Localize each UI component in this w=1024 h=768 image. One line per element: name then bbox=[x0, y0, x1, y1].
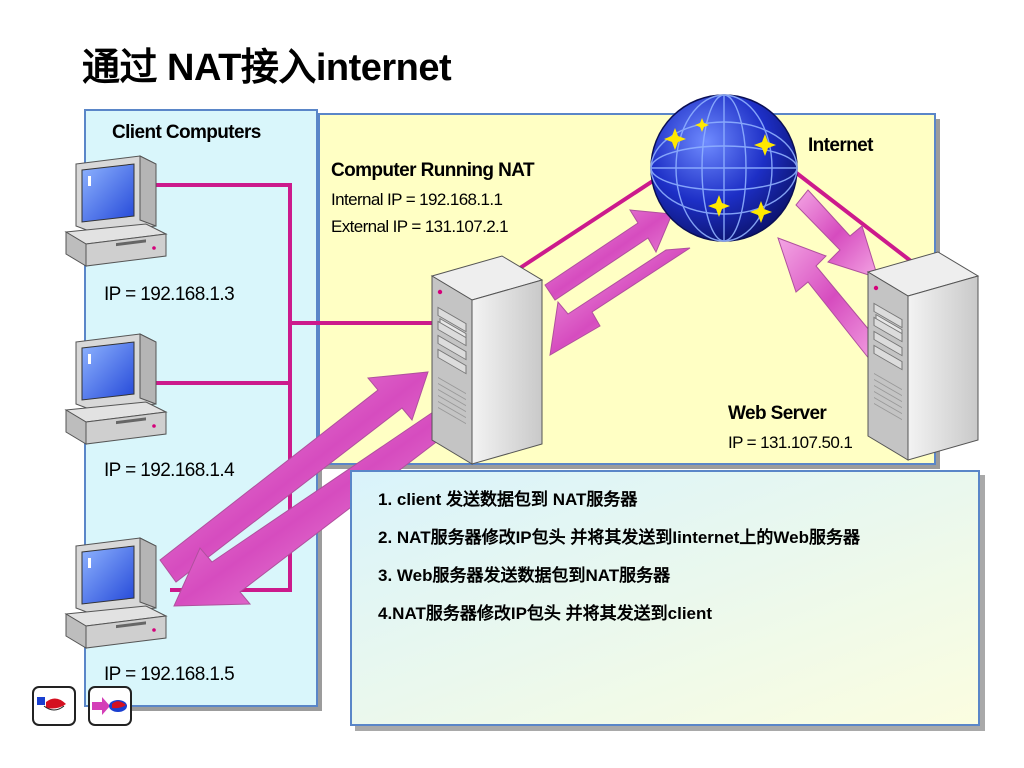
client-1-ip: IP = 192.168.1.3 bbox=[104, 284, 235, 305]
arrow-nat-to-internet bbox=[544, 209, 673, 301]
internet-label: Internet bbox=[808, 135, 873, 156]
steps-list: 1. client 发送数据包到 NAT服务器 2. NAT服务器修改IP包头 … bbox=[378, 488, 952, 626]
page-title: 通过 NAT接入internet bbox=[82, 47, 452, 89]
forward-nav-button[interactable] bbox=[88, 686, 132, 726]
arrow-client-to-nat bbox=[159, 371, 429, 583]
step-3: 3. Web服务器发送数据包到NAT服务器 bbox=[378, 566, 671, 585]
back-nav-icon bbox=[37, 697, 66, 711]
client-computer-1-icon bbox=[65, 155, 167, 267]
nat-heading: Computer Running NAT bbox=[331, 160, 535, 181]
client-computer-2-icon bbox=[65, 333, 167, 445]
client-panel-heading: Client Computers bbox=[112, 122, 261, 143]
step-4: 4.NAT服务器修改IP包头 并将其发送到client bbox=[378, 604, 713, 623]
step-2: 2. NAT服务器修改IP包头 并将其发送到Iinternet上的Web服务器 bbox=[378, 528, 861, 547]
web-server-heading: Web Server bbox=[728, 403, 827, 424]
forward-nav-icon bbox=[92, 697, 127, 715]
client-computer-3-icon bbox=[65, 537, 167, 649]
arrow-nat-to-client bbox=[173, 409, 453, 607]
internet-globe-icon bbox=[650, 94, 798, 242]
client-3-ip: IP = 192.168.1.5 bbox=[104, 664, 235, 685]
web-server-ip: IP = 131.107.50.1 bbox=[728, 433, 853, 452]
arrow-internet-to-nat bbox=[549, 247, 691, 356]
arrow-internet-to-webserver bbox=[795, 189, 879, 279]
nat-server-icon bbox=[431, 255, 543, 465]
steps-box: 1. client 发送数据包到 NAT服务器 2. NAT服务器修改IP包头 … bbox=[350, 470, 980, 726]
nat-internal-ip: Internal IP = 192.168.1.1 bbox=[331, 190, 503, 209]
client-2-ip: IP = 192.168.1.4 bbox=[104, 460, 235, 481]
web-server-icon bbox=[867, 251, 979, 461]
step-1: 1. client 发送数据包到 NAT服务器 bbox=[378, 490, 638, 509]
nat-external-ip: External IP = 131.107.2.1 bbox=[331, 217, 509, 236]
back-nav-button[interactable] bbox=[32, 686, 76, 726]
